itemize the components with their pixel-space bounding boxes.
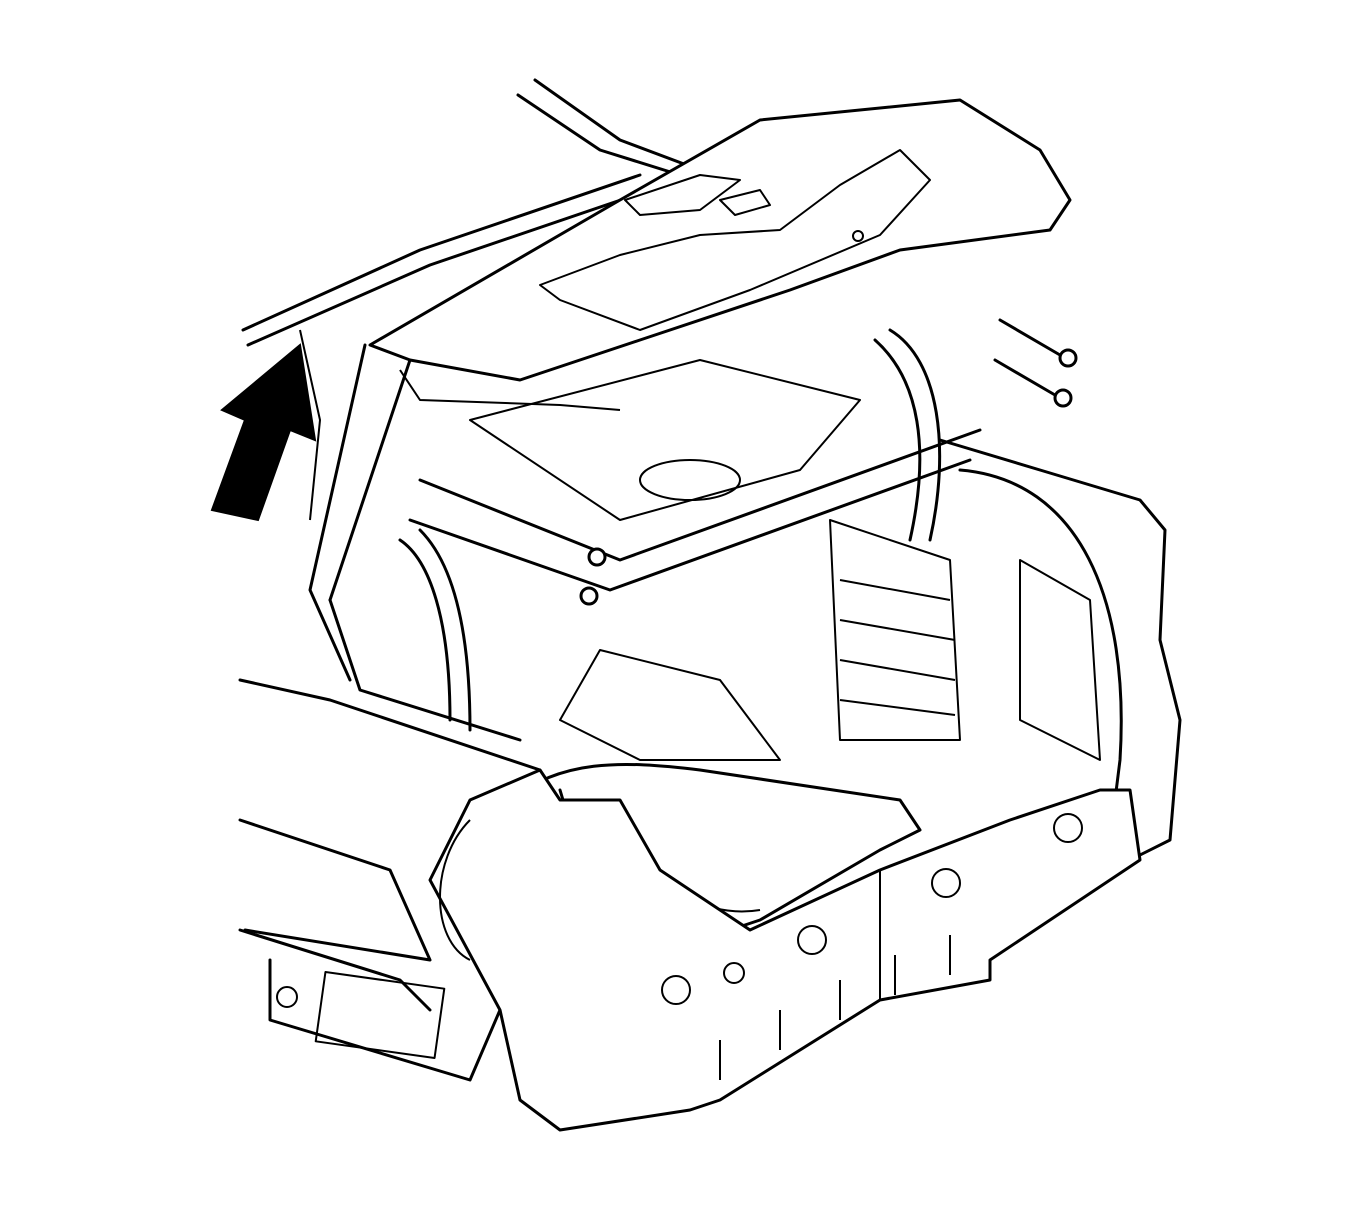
bolt-icon <box>587 547 607 567</box>
rear-shelf-structure <box>308 328 982 742</box>
bolt-icon <box>993 358 1073 408</box>
left-rear-body <box>238 678 542 1082</box>
bolts <box>579 318 1078 606</box>
bolt-icon <box>579 586 599 606</box>
quarter-inner-panel <box>829 438 1182 862</box>
trunk-lid <box>368 98 1072 411</box>
rear-window-frame <box>241 78 702 521</box>
rear-end-panel <box>428 768 1142 1132</box>
lift-arrow-icon <box>210 343 317 522</box>
bolt-icon <box>998 318 1078 368</box>
